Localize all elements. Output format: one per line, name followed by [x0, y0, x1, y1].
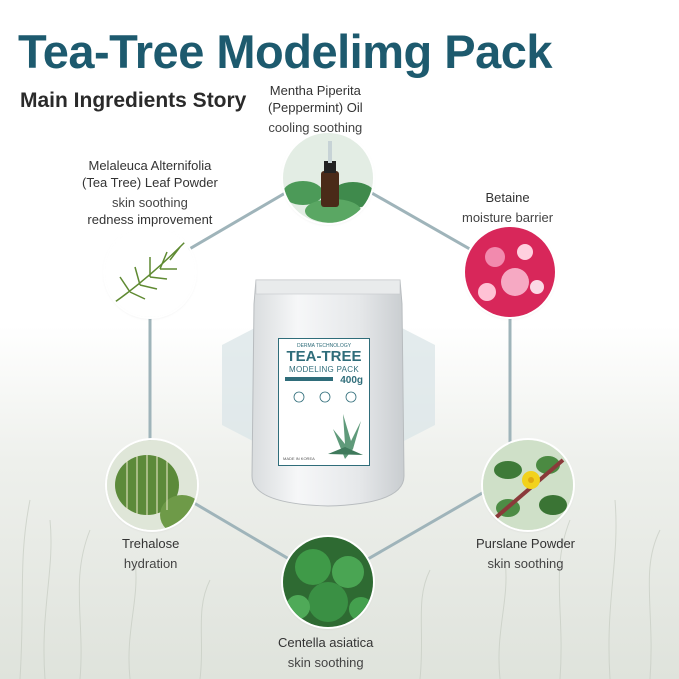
trehalose-image [107, 440, 197, 530]
betaine-image [465, 227, 555, 317]
cactus-icon [107, 440, 197, 530]
label-peppermint: Mentha Piperita (Peppermint) Oil cooling… [268, 83, 363, 135]
label-purslane: Purslane Powder skin soothing [476, 536, 575, 571]
product-sub: MODELING PACK [289, 365, 359, 374]
purslane-icon [483, 440, 573, 530]
product-made-in: MADE IN KOREA [283, 456, 315, 461]
purslane-image [483, 440, 573, 530]
product-top-text: DERMA TECHNOLOGY [296, 343, 352, 349]
centella-image [283, 537, 373, 627]
product-band [285, 377, 333, 381]
label-centella: Centella asiatica skin soothing [278, 635, 374, 670]
label-trehalose: Trehalose hydration [122, 536, 180, 571]
betaine-icon [465, 227, 555, 317]
centella-icon [283, 537, 373, 627]
label-tea-tree: Melaleuca Alternifolia (Tea Tree) Leaf P… [82, 158, 218, 227]
page-subtitle: Main Ingredients Story [20, 89, 247, 112]
peppermint-oil-image [283, 133, 373, 223]
product-feature-icons [293, 391, 357, 403]
tea-tree-image [105, 227, 195, 317]
peppermint-oil-icon [283, 133, 373, 223]
product-weight: 400g [340, 375, 363, 386]
succulent-plant-icon [328, 414, 363, 459]
page-title: Tea-Tree Modelimg Pack [18, 25, 553, 78]
tea-tree-leaf-icon [105, 227, 195, 317]
label-betaine: Betaine moisture barrier [462, 190, 554, 225]
product-label: DERMA TECHNOLOGY TEA-TREE MODELING PACK … [278, 338, 370, 466]
product-brand: TEA-TREE [286, 348, 362, 365]
